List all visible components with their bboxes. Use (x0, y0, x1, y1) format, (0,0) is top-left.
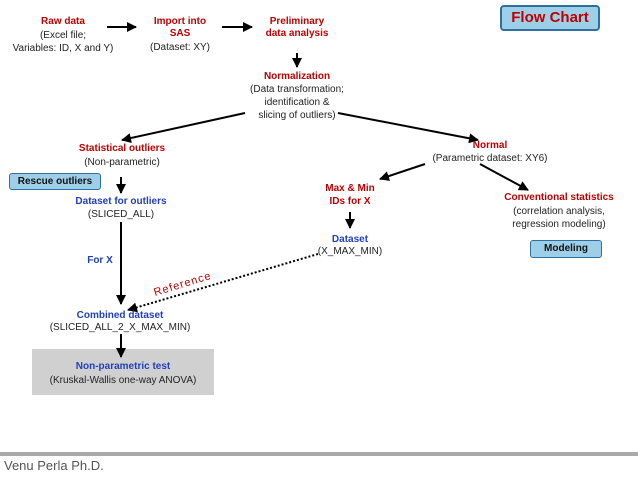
arrow-reference-dotted (127, 253, 319, 313)
max-min-title2: IDs for X (329, 196, 371, 207)
rescue-outliers-badge: Rescue outliers (9, 173, 101, 190)
dataset-xmaxmin-title: Dataset (331, 234, 369, 245)
arrow-normalization-to-normal (337, 112, 479, 144)
modeling-badge: Modeling (530, 240, 602, 258)
arrow-normalization-to-outliers (121, 112, 246, 143)
modeling-label: Modeling (544, 243, 588, 254)
dataset-xmaxmin-sub: (X_MAX_MIN) (317, 246, 383, 257)
import-sas-title2: SAS (169, 28, 191, 39)
normalization-title: Normalization (263, 71, 331, 82)
flow-chart-title-badge: Flow Chart (500, 5, 600, 31)
normal-title: Normal (472, 140, 508, 151)
nonparametric-title: Non-parametric test (75, 361, 171, 372)
normalization-line2: identification & (264, 97, 330, 108)
combined-sub: (SLICED_ALL_2_X_MAX_MIN) (49, 322, 191, 333)
raw-data-line2: Variables: ID, X and Y) (12, 43, 114, 54)
rescue-outliers-label: Rescue outliers (17, 176, 93, 187)
max-min-title1: Max & Min (325, 183, 375, 194)
conventional-line1: (correlation analysis, (513, 206, 605, 217)
normalization-line3: slicing of outliers) (258, 110, 336, 121)
footer-bar (0, 452, 638, 479)
preliminary-title1: Preliminary (269, 16, 325, 27)
statistical-outliers-title: Statistical outliers (78, 143, 166, 154)
conventional-line2: regression modeling) (512, 219, 606, 230)
combined-title: Combined dataset (76, 310, 164, 321)
footer-author: Venu Perla Ph.D. (4, 458, 104, 473)
dataset-outliers-sub: (SLICED_ALL) (87, 209, 155, 220)
nonparametric-sub: (Kruskal-Wallis one-way ANOVA) (49, 375, 197, 386)
statistical-outliers-sub: (Non-parametric) (84, 157, 160, 168)
normal-sub: (Parametric dataset: XY6) (432, 153, 548, 164)
normalization-line1: (Data transformation; (250, 84, 344, 95)
arrow-normal-to-conventional (479, 163, 529, 191)
import-sas-title1: Import into (153, 16, 207, 27)
preliminary-title2: data analysis (265, 28, 329, 39)
raw-data-line1: (Excel file; (39, 30, 87, 41)
dataset-outliers-title: Dataset for outliers (75, 196, 167, 207)
for-x-label: For X (87, 255, 113, 266)
raw-data-title: Raw data (41, 16, 85, 27)
conventional-title: Conventional statistics (504, 192, 614, 203)
arrow-normal-to-maxmin (379, 163, 426, 181)
import-sas-sub: (Dataset: XY) (149, 42, 211, 53)
flow-chart-title: Flow Chart (511, 9, 589, 26)
